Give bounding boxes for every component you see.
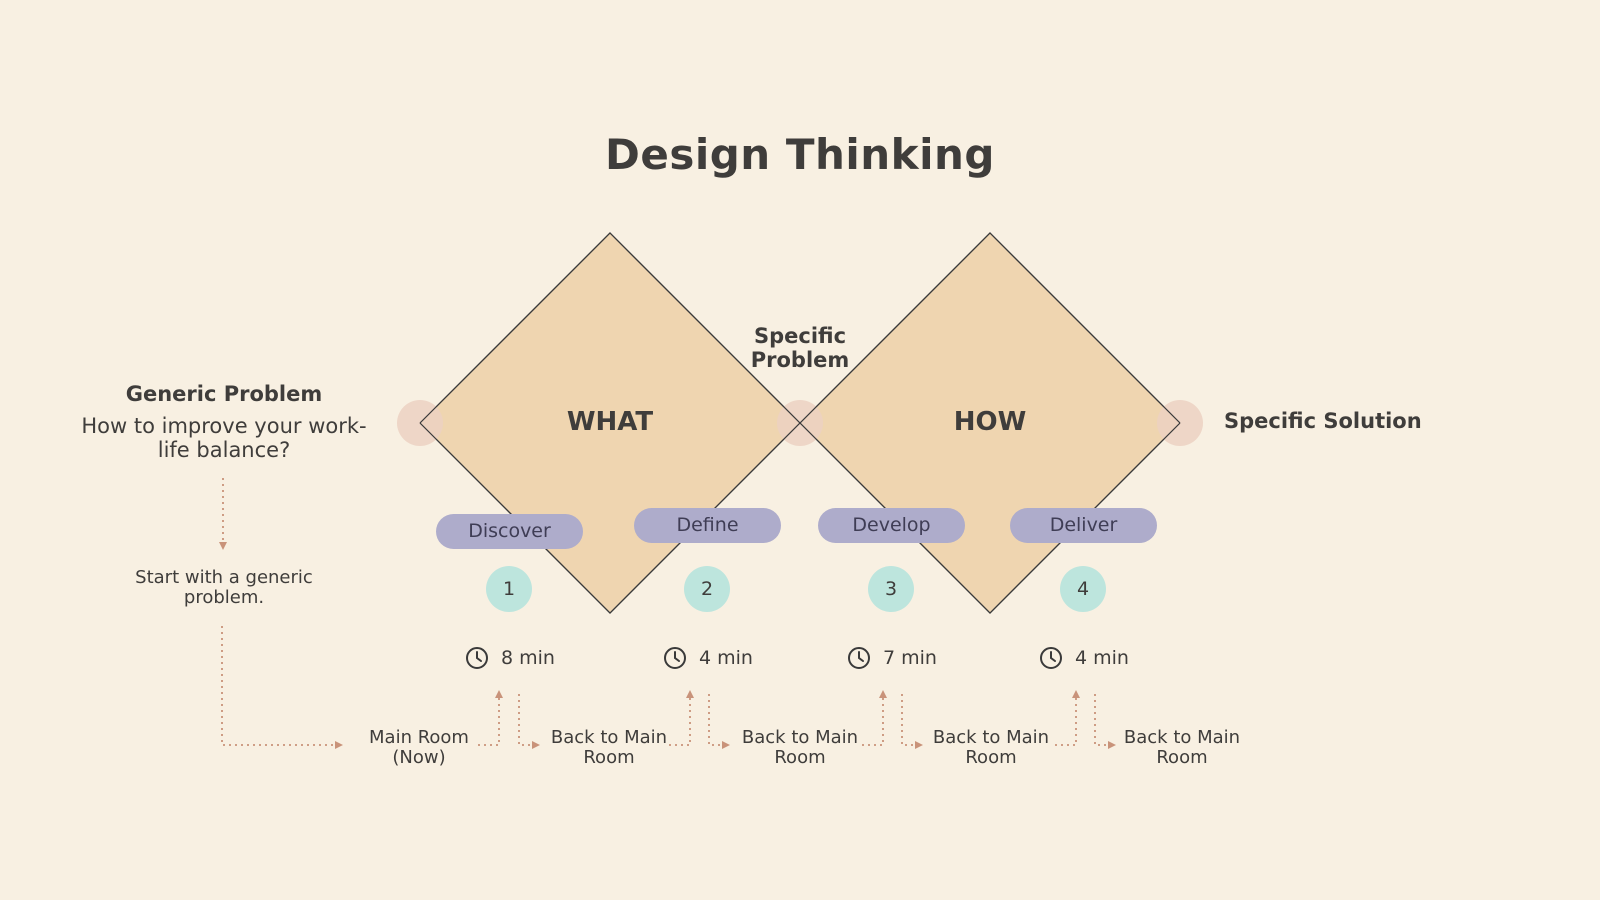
timer-4: 4 min [1039,646,1129,670]
timer-2: 4 min [663,646,753,670]
deliver-pill: Deliver [1010,508,1157,543]
step-number-4: 4 [1060,566,1106,612]
room-label-back-1: Back to Main Room [550,727,668,768]
define-pill: Define [634,508,781,543]
clock-icon [664,647,686,669]
room-label-back-3: Back to Main Room [932,727,1050,768]
timer-1: 8 min [465,646,555,670]
clock-icon [466,647,488,669]
discover-pill: Discover [436,514,583,549]
clock-icon [848,647,870,669]
return-arrow-3 [901,694,923,749]
up-arrow-4 [1055,690,1080,746]
specific-problem-label: Specific Problem [750,324,850,372]
down-right-arrow [221,626,343,749]
room-label-back-2: Back to Main Room [741,727,859,768]
generic-problem-question: How to improve your work-life balance? [81,414,367,462]
what-label: WHAT [566,407,654,437]
up-arrow-1 [478,690,503,746]
how-label: HOW [953,407,1027,437]
page-title: Design Thinking [605,130,995,179]
timer-3-text: 7 min [883,647,937,669]
develop-pill: Develop [818,508,965,543]
timer-1-text: 8 min [501,647,555,669]
step-number-2: 2 [684,566,730,612]
timer-2-text: 4 min [699,647,753,669]
step-number-1: 1 [486,566,532,612]
timer-4-text: 4 min [1075,647,1129,669]
timer-3: 7 min [847,646,937,670]
return-arrow-2 [708,694,730,749]
room-label-back-4: Back to Main Room [1123,727,1241,768]
step-number-3: 3 [868,566,914,612]
up-arrow-2 [669,690,694,746]
return-arrow-1 [518,694,540,749]
clock-icon [1040,647,1062,669]
room-label-main-now: Main Room (Now) [369,727,469,768]
up-arrow-3 [862,690,887,746]
generic-problem-heading: Generic Problem [125,382,323,406]
start-note: Start with a generic problem. [135,567,313,608]
specific-solution-label: Specific Solution [1224,409,1422,433]
